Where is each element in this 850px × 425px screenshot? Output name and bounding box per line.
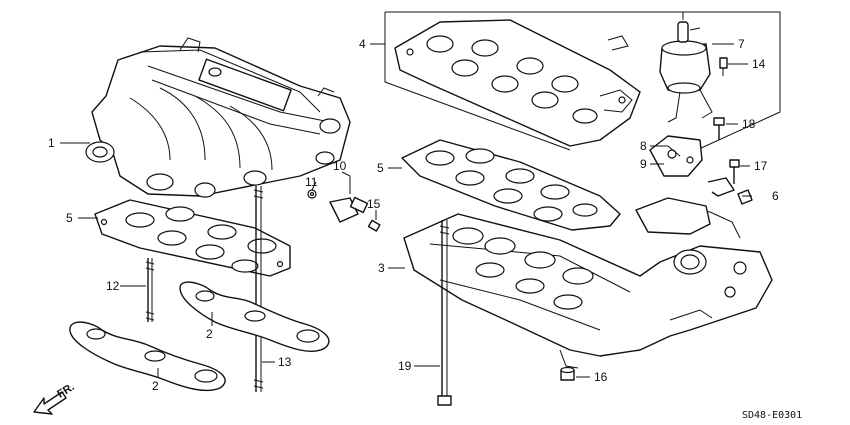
nut-16[interactable] bbox=[560, 366, 575, 381]
vacuum-actuator-7[interactable] bbox=[659, 12, 713, 123]
group-bracket-4 bbox=[384, 11, 781, 161]
manifold-gasket-right[interactable] bbox=[401, 139, 621, 231]
callout-2-lower: 2 bbox=[152, 379, 159, 393]
manifold-gasket-left[interactable] bbox=[94, 199, 291, 277]
bolt-14[interactable] bbox=[719, 57, 728, 76]
diagram-code: SD48-E0301 bbox=[742, 410, 802, 421]
callout-16: 16 bbox=[594, 370, 608, 384]
sensor-10[interactable] bbox=[329, 196, 369, 223]
callout-15: 15 bbox=[367, 197, 381, 211]
callout-14: 14 bbox=[752, 57, 766, 71]
stud-12[interactable] bbox=[145, 258, 155, 322]
callout-11: 11 bbox=[305, 175, 318, 189]
callout-1: 1 bbox=[48, 136, 55, 150]
bolt-18[interactable] bbox=[713, 117, 725, 140]
callouts: 1 5 12 2 2 13 10 11 15 4 5 3 19 16 7 14 … bbox=[48, 37, 779, 393]
callout-13: 13 bbox=[278, 355, 292, 369]
callout-6: 6 bbox=[772, 189, 779, 203]
callout-7: 7 bbox=[738, 37, 745, 51]
port-gasket-lower[interactable] bbox=[69, 321, 226, 392]
callout-19: 19 bbox=[398, 359, 412, 373]
callout-9: 9 bbox=[640, 157, 647, 171]
runner-valve-plate-4[interactable] bbox=[394, 19, 641, 147]
callout-17: 17 bbox=[754, 159, 768, 173]
stud-13[interactable] bbox=[253, 186, 264, 392]
lower-intake-manifold[interactable] bbox=[403, 197, 773, 369]
bracket-9[interactable] bbox=[649, 135, 703, 177]
upper-intake-manifold[interactable] bbox=[85, 37, 351, 198]
washer-11[interactable] bbox=[307, 189, 317, 199]
callout-4: 4 bbox=[359, 37, 366, 51]
leader-lines bbox=[60, 43, 752, 378]
callout-10: 10 bbox=[333, 159, 347, 173]
front-direction-arrow: FR. bbox=[33, 381, 77, 415]
bolt-19[interactable] bbox=[437, 220, 452, 406]
callout-18: 18 bbox=[742, 117, 756, 131]
callout-8: 8 bbox=[640, 139, 647, 153]
callout-5-left: 5 bbox=[66, 211, 73, 225]
bolt-15[interactable] bbox=[367, 219, 381, 232]
port-gasket-upper[interactable] bbox=[179, 281, 330, 352]
callout-5-right: 5 bbox=[377, 161, 384, 175]
callout-12: 12 bbox=[106, 279, 120, 293]
callout-2-upper: 2 bbox=[206, 327, 213, 341]
clip-6[interactable] bbox=[707, 177, 753, 205]
bolt-17[interactable] bbox=[729, 159, 740, 184]
callout-3: 3 bbox=[378, 261, 385, 275]
